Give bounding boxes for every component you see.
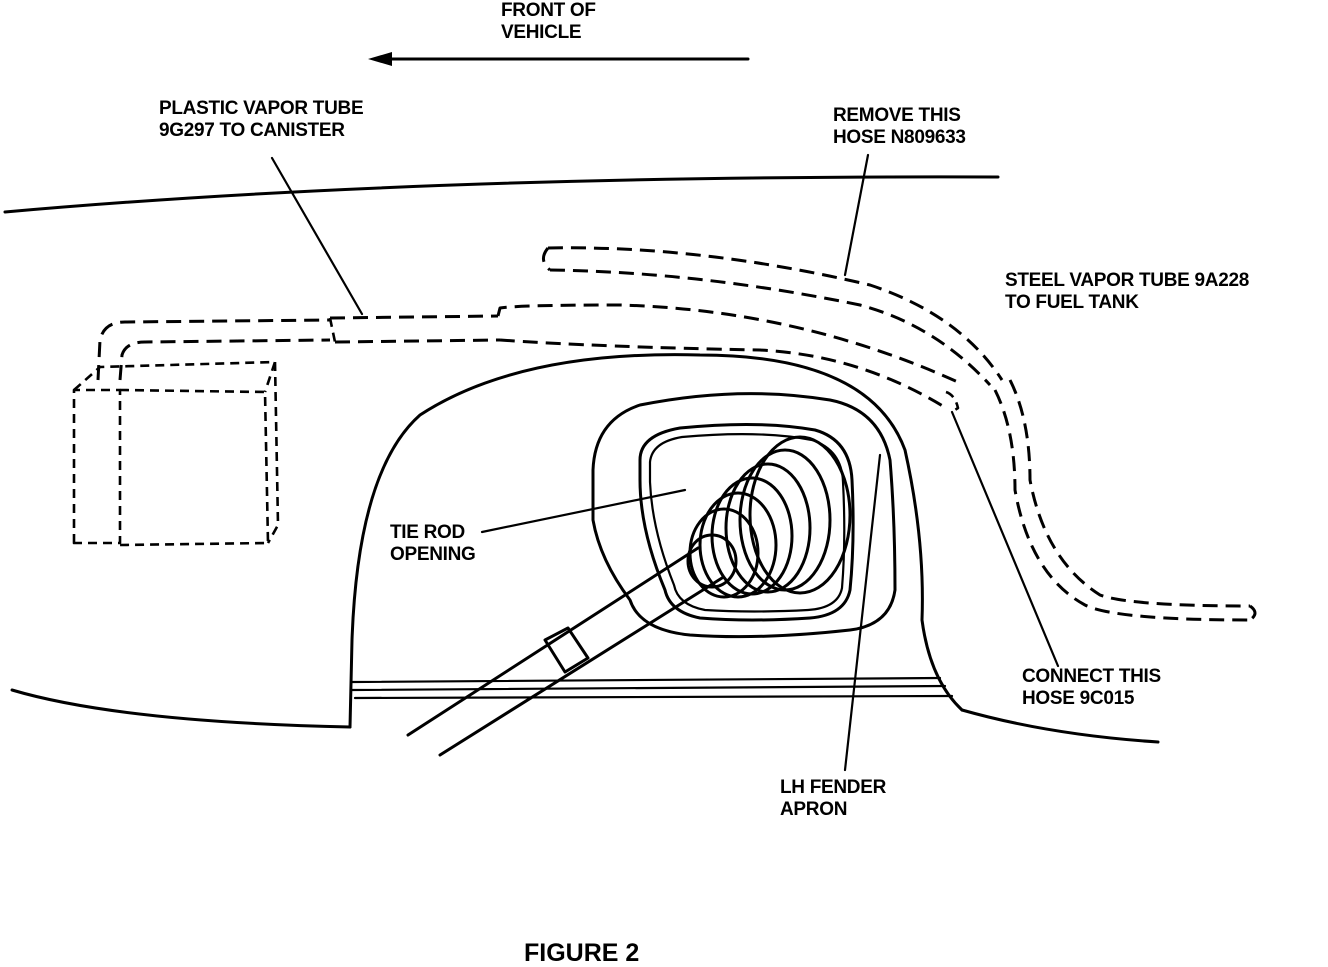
remove-hose-line1: REMOVE THIS [833, 105, 961, 126]
remove-hose-line2: HOSE N809633 [833, 127, 966, 148]
tie-rod-shaft [406, 546, 724, 757]
lh-fender-apron-label: LH FENDER APRON [780, 777, 886, 821]
hood-line [3, 175, 1000, 214]
steel-vapor-tube-line1: STEEL VAPOR TUBE 9A228 [1005, 270, 1249, 291]
steel-vapor-tube [993, 379, 1257, 622]
tie-rod-opening-line1: TIE ROD [390, 522, 465, 543]
connect-hose [945, 390, 960, 414]
leader-lines [270, 153, 1060, 772]
plastic-vapor-tube-line2: 9G297 TO CANISTER [159, 120, 345, 141]
tie-rod-boot [686, 435, 852, 599]
front-of-vehicle-line1: FRONT OF [501, 0, 596, 21]
plastic-vapor-tube-label: PLASTIC VAPOR TUBE 9G297 TO CANISTER [159, 98, 364, 142]
lower-body-edge-right [960, 708, 1160, 744]
connect-hose-line1: CONNECT THIS [1022, 666, 1161, 687]
tie-rod-opening [591, 392, 897, 639]
lh-fender-apron-line2: APRON [780, 799, 848, 820]
connect-hose-label: CONNECT THIS HOSE 9C015 [1022, 666, 1161, 710]
lower-body-edge [10, 688, 352, 729]
steel-vapor-tube-line2: TO FUEL TANK [1005, 292, 1139, 313]
connect-hose-line2: HOSE 9C015 [1022, 688, 1135, 709]
front-arrow [368, 52, 750, 66]
lh-fender-apron-line1: LH FENDER [780, 777, 887, 798]
steel-vapor-tube-label: STEEL VAPOR TUBE 9A228 TO FUEL TANK [1005, 270, 1249, 314]
front-of-vehicle-label: FRONT OF VEHICLE [501, 0, 596, 44]
plastic-vapor-tube [96, 303, 961, 410]
tie-rod-opening-line2: OPENING [390, 544, 476, 565]
vapor-canister [72, 360, 280, 547]
remove-hose-label: REMOVE THIS HOSE N809633 [833, 105, 966, 149]
tie-rod-opening-label: TIE ROD OPENING [390, 522, 476, 566]
remove-hose [542, 246, 1004, 387]
fender-apron-outline [348, 353, 964, 729]
plastic-vapor-tube-line1: PLASTIC VAPOR TUBE [159, 98, 364, 119]
frame-rail [350, 676, 954, 700]
front-of-vehicle-line2: VEHICLE [501, 22, 582, 43]
figure-caption: FIGURE 2 [524, 939, 640, 967]
